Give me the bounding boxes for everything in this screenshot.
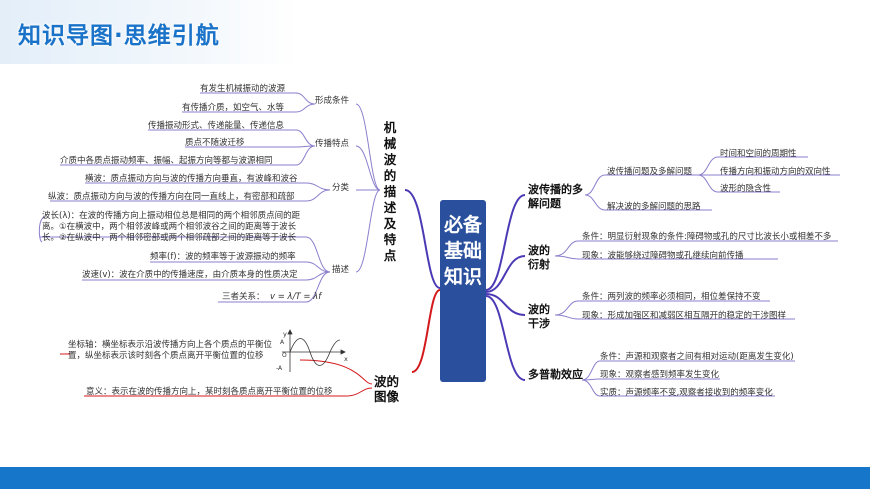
multi-sub1-item-2: 传播方向和振动方向的双向性 [720,167,831,177]
wave-axis-x: x [344,355,348,363]
mech-speed: 波速(v)：波在介质中的传播速度，由介质本身的性质决定 [82,270,298,280]
connector-center-mech [404,189,441,289]
graph-meaning: 意义：表示在波的传播方向上，某时刻各质点离开平衡位置的位移 [86,387,333,397]
mech-wavelength-line-1: 波长(λ)：在波的传播方向上振动相位总是相同的两个相邻质点间的距 [42,211,301,221]
wave-axis-neg-a: -A [276,365,283,372]
graph-axis-desc-1: 坐标轴：横坐标表示沿波传播方向上各个质点的平衡位 [68,340,273,350]
diffraction-phenomenon: 现象：波能够绕过障碍物或孔继续向前传播 [582,251,744,261]
mech-features-label: 传播特点 [315,139,350,149]
mech-wavelength-line-3: 长。②在纵波中，两个相邻密部或两个相邻疏部之间的距离等于波长 [42,233,297,243]
mech-wavelength-line-2: 离。①在横波中，两个相邻波峰或两个相邻波谷之间的距离等于波长 [42,222,297,232]
multi-sub1: 波传播问题及多解问题 [607,167,693,177]
mech-condition-item-1: 有发生机械振动的波源 [200,84,286,94]
connector-center-interference [485,293,526,316]
mech-condition-item-2: 有传播介质，如空气、水等 [182,103,285,113]
bottom-bar [0,467,870,489]
branch-doppler-title: 多普勒效应 [528,368,583,381]
mech-classify-transverse: 横波：质点振动方向与波的传播方向垂直，有波峰和波谷 [85,174,298,184]
interference-phenomenon: 现象：形成加强区和减弱区相互隔开的稳定的干涉图样 [582,311,787,321]
diffraction-condition: 条件：明显衍射现象的条件:障碍物或孔的尺寸比波长小或相差不多 [582,232,832,242]
connector-center-doppler [485,295,526,381]
mech-conditions-label: 形成条件 [315,96,350,106]
connector-center-multi [485,194,526,291]
mech-feature-item-3: 介质中各质点振动频率、振幅、起振方向等都与波源相同 [60,156,273,166]
mech-frequency: 频率(f)：波的频率等于波源振动的频率 [150,252,296,262]
mech-relation-label: 三者关系： [222,292,265,302]
branch-multi-title: 波传播的多解问题 [528,183,583,210]
center-topic-box: 必备基础知识 [440,200,486,382]
connector-center-graph [411,289,441,373]
mech-relation-formula: v = λ/T = λf [270,292,322,302]
wave-graph-figure [282,329,346,372]
multi-sub1-item-1: 时间和空间的周期性 [720,149,797,159]
mech-feature-item-1: 传播振动形式、传递能量、传递信息 [148,121,285,131]
title-background [0,0,300,64]
connector-center-diffraction [485,255,526,293]
page-title: 知识导图·思维引航 [18,23,220,49]
branch-graph-title: 波的图像 [374,374,400,404]
doppler-condition: 条件：声源和观察者之间有相对运动(距离发生变化) [600,352,794,362]
mech-classify-longitudinal: 纵波：质点振动方向与波的传播方向在同一直线上，有密部和疏部 [48,192,295,202]
mech-feature-item-2: 质点不随波迁移 [185,138,245,148]
wave-axis-y: y [283,330,287,338]
wave-axis-o: O [282,352,287,359]
interference-condition: 条件：两列波的频率必须相同，相位差保持不变 [582,292,761,302]
mech-classify-label: 分类 [332,183,350,193]
doppler-essence: 实质：声源频率不变,观察者接收到的频率变化 [600,388,773,398]
doppler-phenomenon: 现象：观察者感到频率发生变化 [600,370,720,380]
mech-describe-label: 描述 [332,265,350,275]
multi-sub2: 解决波的多解问题的思路 [607,202,701,212]
wave-axis-a: A [280,339,285,346]
branch-diffraction-title: 波的衍射 [528,244,550,271]
branch-mech-title: 机械波的描述及特点 [383,120,397,263]
graph-axis-desc-2: 置，纵坐标表示该时刻各个质点离开平衡位置的位移 [68,351,264,361]
multi-sub1-item-3: 波形的隐含性 [720,184,772,194]
branch-interference-title: 波的干涉 [528,303,550,330]
